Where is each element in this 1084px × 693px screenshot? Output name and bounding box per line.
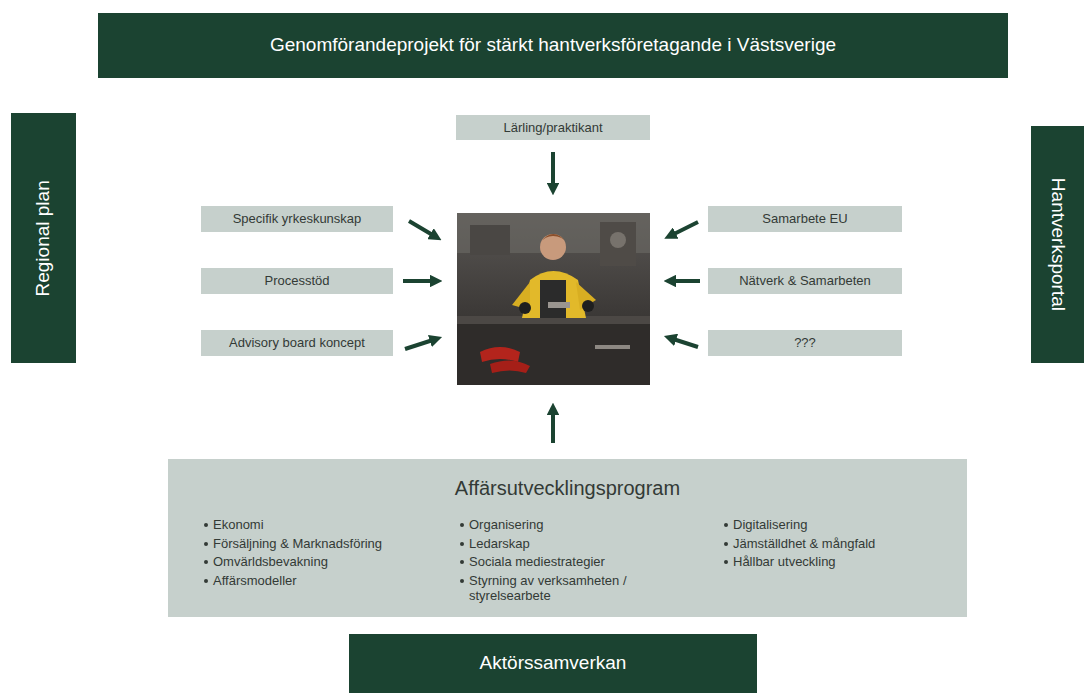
bullet-item: Sociala mediestrategier bbox=[459, 554, 699, 569]
bullet-item: Ledarskap bbox=[459, 536, 699, 551]
label-text: Affärsmodeller bbox=[213, 573, 297, 588]
label-text: Specifik yrkeskunskap bbox=[233, 211, 362, 227]
label-text: Organisering bbox=[469, 517, 543, 532]
bullet-dot bbox=[724, 560, 728, 564]
label-text: Aktörssamverkan bbox=[480, 652, 627, 675]
bullet-dot bbox=[204, 560, 208, 564]
input-box: Specifik yrkeskunskap bbox=[201, 206, 393, 232]
bullet-dot bbox=[460, 523, 464, 527]
label-text: Sociala mediestrategier bbox=[469, 554, 605, 569]
label-text: Styrning av verksamheten / styrelsearbet… bbox=[469, 573, 627, 603]
label-text: Hantverksportal bbox=[1046, 178, 1069, 311]
label-text: Regional plan bbox=[32, 180, 55, 296]
input-box: Nätverk & Samarbeten bbox=[708, 268, 902, 294]
arrow bbox=[551, 152, 555, 189]
bullet-item: Försäljning & Marknadsföring bbox=[203, 536, 443, 551]
input-box: Samarbete EU bbox=[708, 206, 902, 232]
bullet-dot bbox=[724, 542, 728, 546]
bullet-dot bbox=[460, 560, 464, 564]
bullet-dot bbox=[204, 523, 208, 527]
input-box: ??? bbox=[708, 330, 902, 356]
label-text: Processtöd bbox=[264, 273, 329, 289]
arrow bbox=[670, 338, 698, 347]
bullet-dot bbox=[204, 542, 208, 546]
label-text: Digitalisering bbox=[733, 517, 807, 532]
input-box: Lärling/praktikant bbox=[456, 115, 650, 140]
label-text: Ledarskap bbox=[469, 536, 530, 551]
bullet-item: Hållbar utveckling bbox=[723, 554, 953, 569]
bullet-item: Affärsmodeller bbox=[203, 573, 443, 588]
arrow bbox=[409, 221, 436, 237]
bullet-item: Jämställdhet & mångfald bbox=[723, 536, 953, 551]
arrow bbox=[403, 279, 436, 283]
bullet-dot bbox=[460, 542, 464, 546]
title-band: Genomförandeprojekt för stärkt hantverks… bbox=[98, 13, 1008, 78]
side-band: Regional plan bbox=[11, 113, 76, 363]
label-text: Advisory board koncept bbox=[229, 335, 365, 351]
bullet-item: Organisering bbox=[459, 517, 699, 532]
bullet-item: Ekonomi bbox=[203, 517, 443, 532]
side-band: Hantverksportal bbox=[1031, 126, 1084, 363]
label-text: ??? bbox=[794, 335, 816, 351]
label-text: Samarbete EU bbox=[762, 211, 847, 227]
bottom-band: Aktörssamverkan bbox=[349, 634, 757, 693]
label-text: Försäljning & Marknadsföring bbox=[213, 536, 382, 551]
arrow bbox=[670, 222, 698, 236]
arrow bbox=[405, 339, 436, 349]
program-panel: AffärsutvecklingsprogramEkonomiFörsäljni… bbox=[168, 459, 967, 617]
label-text: Affärsutvecklingsprogram bbox=[168, 476, 967, 500]
label-text: Ekonomi bbox=[213, 517, 264, 532]
label-text: Jämställdhet & mångfald bbox=[733, 536, 875, 551]
label-text: Lärling/praktikant bbox=[504, 120, 603, 136]
workshop-photo bbox=[457, 213, 650, 385]
bullet-item: Omvärldsbevakning bbox=[203, 554, 443, 569]
input-box: Processtöd bbox=[201, 268, 393, 294]
bullet-dot bbox=[460, 579, 464, 583]
bullet-item: Styrning av verksamheten / styrelsearbet… bbox=[459, 573, 651, 603]
label-text: Genomförandeprojekt för stärkt hantverks… bbox=[270, 34, 836, 57]
label-text: Omvärldsbevakning bbox=[213, 554, 328, 569]
arrow bbox=[670, 279, 700, 283]
arrow bbox=[551, 409, 555, 443]
bullet-dot bbox=[204, 579, 208, 583]
input-box: Advisory board koncept bbox=[201, 330, 393, 356]
label-text: Hållbar utveckling bbox=[733, 554, 836, 569]
label-text: Nätverk & Samarbeten bbox=[739, 273, 871, 289]
bullet-item: Digitalisering bbox=[723, 517, 953, 532]
bullet-dot bbox=[724, 523, 728, 527]
